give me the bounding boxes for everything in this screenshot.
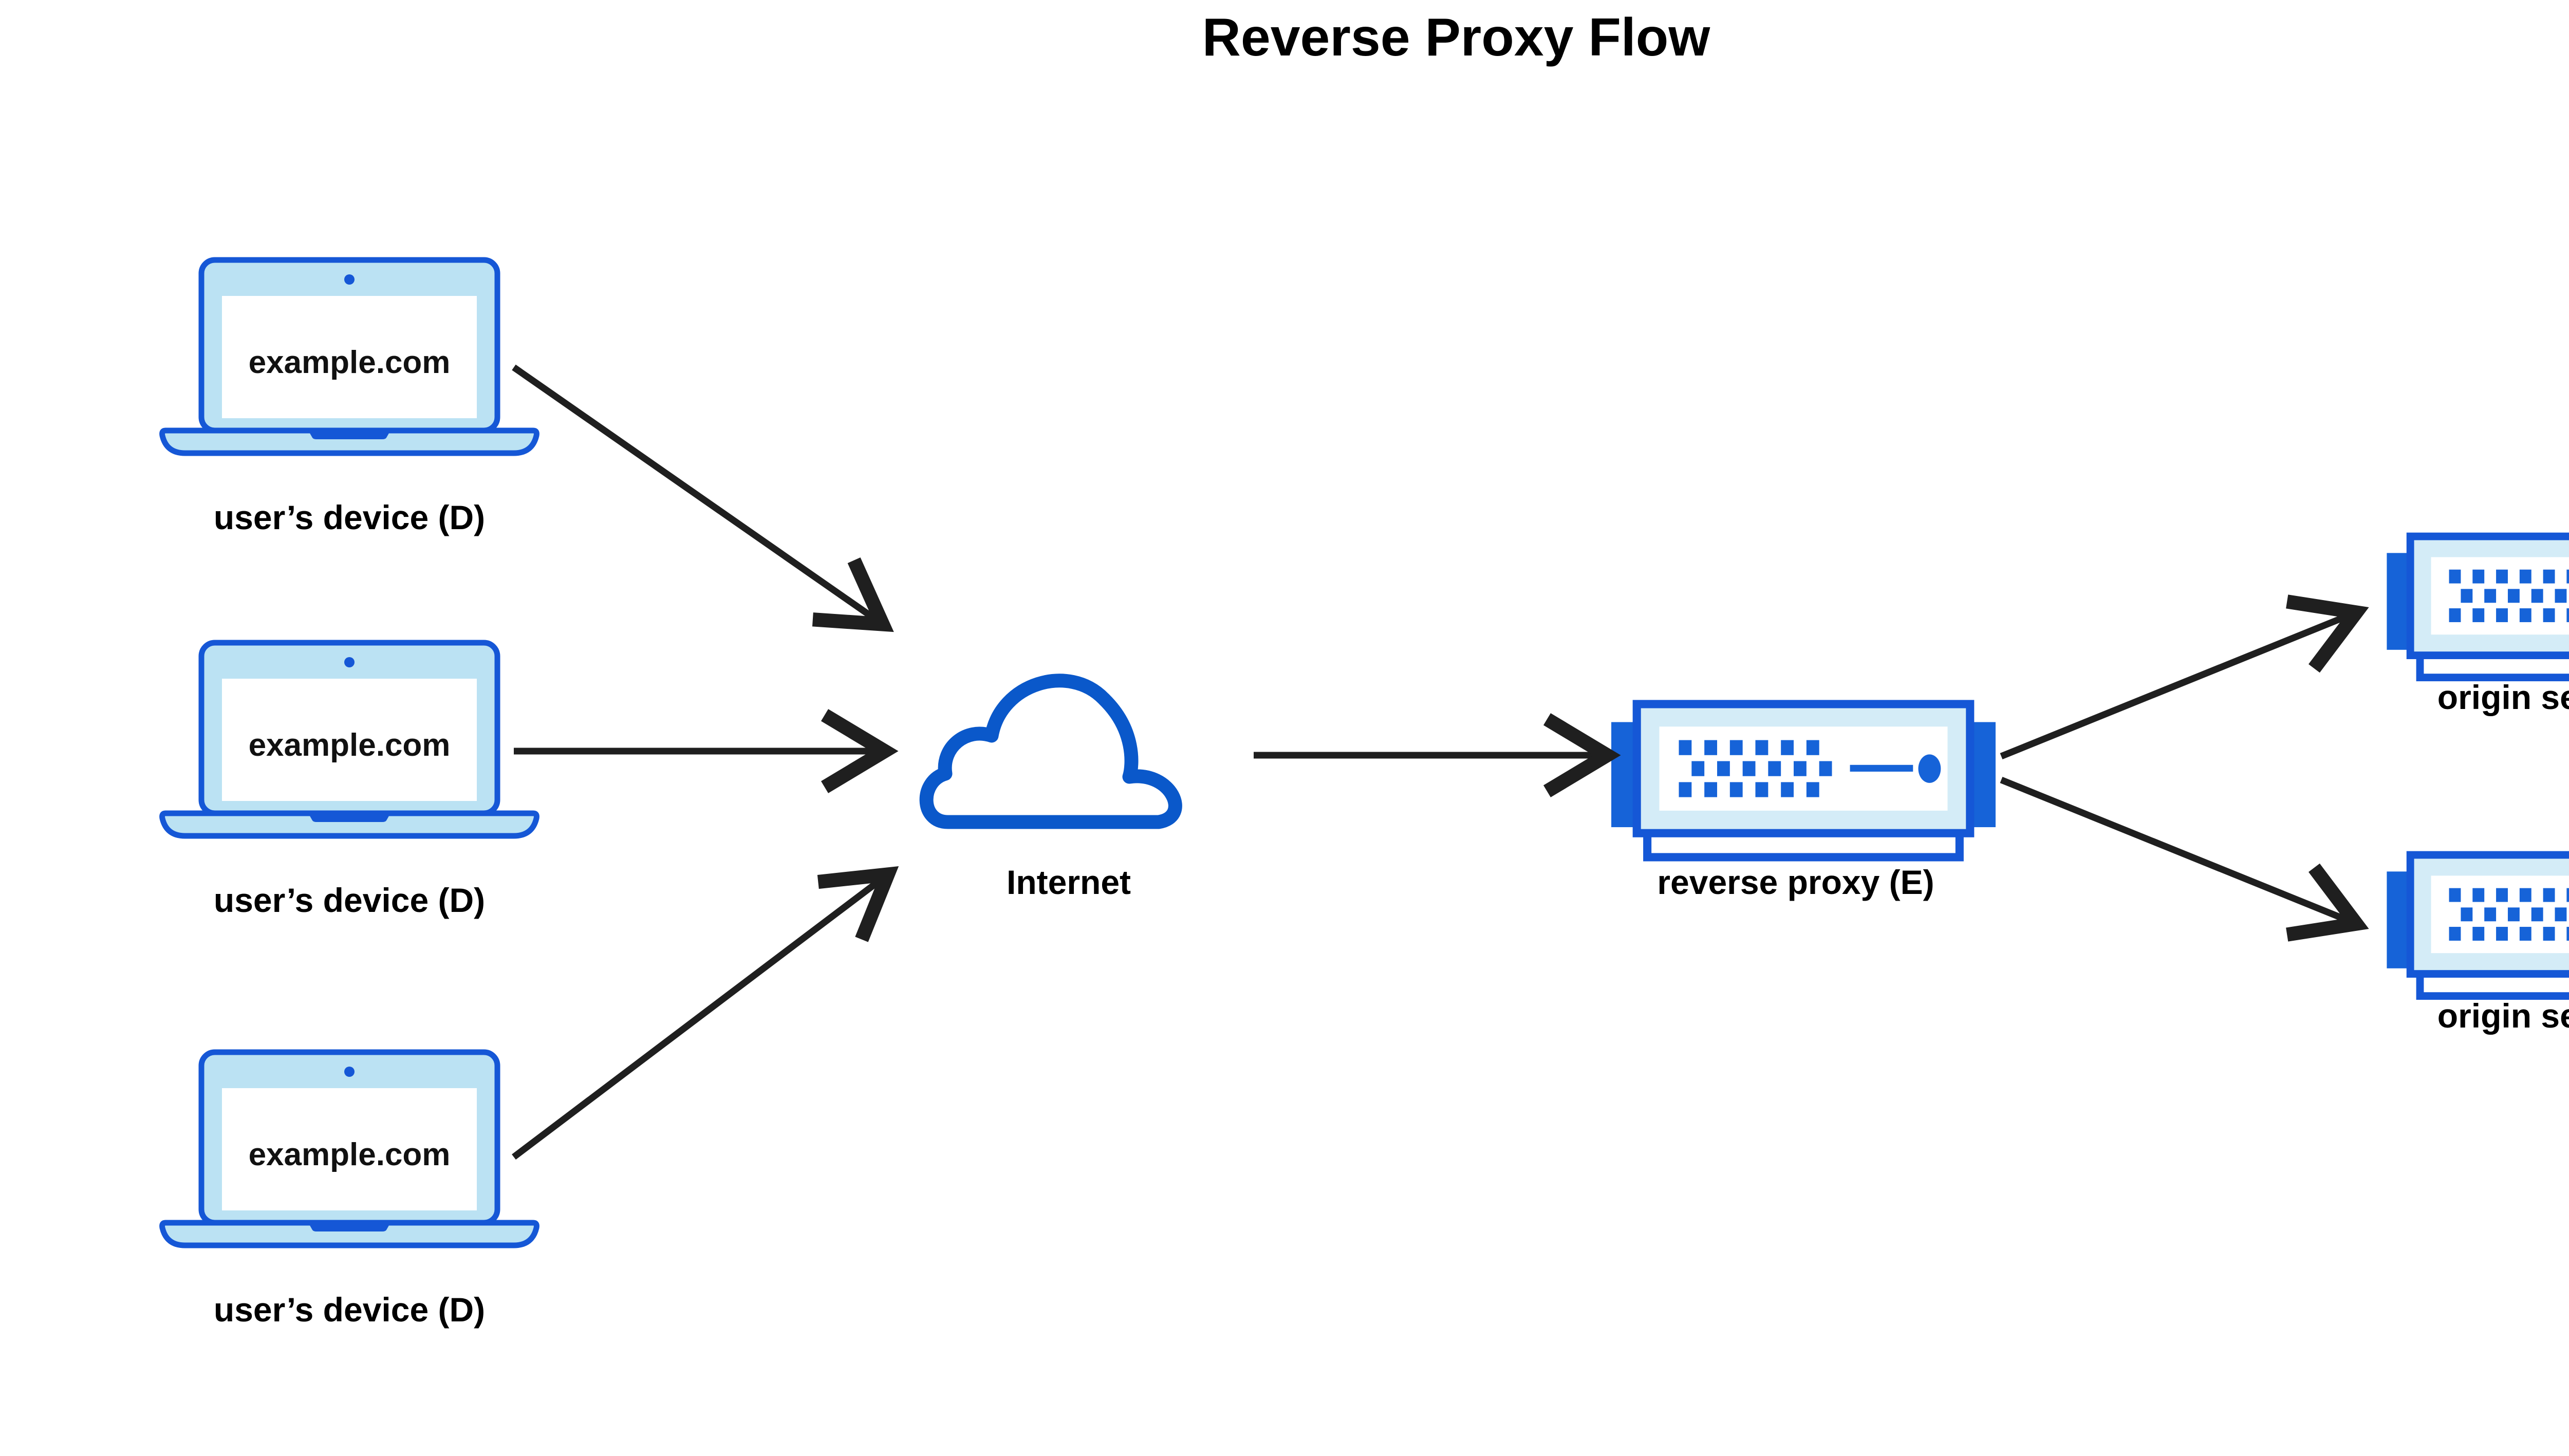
node-label: origin server (F) bbox=[2437, 997, 2569, 1035]
edge-proxy-to-origin1 bbox=[2000, 594, 2369, 760]
cloud-icon bbox=[919, 674, 1182, 829]
node-user-device-2[interactable]: example.com user’s device (D) bbox=[162, 643, 537, 919]
page-title: Reverse Proxy Flow bbox=[1202, 8, 1711, 67]
device-screen-text: example.com bbox=[249, 345, 451, 380]
server-icon bbox=[2387, 536, 2569, 678]
device-screen-text: example.com bbox=[249, 1137, 451, 1172]
node-reverse-proxy[interactable]: reverse proxy (E) bbox=[1611, 704, 1996, 901]
node-label: user’s device (D) bbox=[214, 881, 485, 919]
node-user-device-1[interactable]: example.com user’s device (D) bbox=[162, 260, 537, 536]
node-origin-server-2[interactable]: origin server (F) bbox=[2387, 855, 2569, 1035]
edge-proxy-to-origin2 bbox=[2000, 776, 2369, 942]
node-origin-server-1[interactable]: origin server (F) bbox=[2387, 536, 2569, 716]
node-label: user’s device (D) bbox=[214, 1291, 485, 1329]
node-internet-cloud[interactable]: Internet bbox=[919, 674, 1182, 901]
node-label: reverse proxy (E) bbox=[1657, 863, 1934, 901]
edge-device3-to-internet bbox=[512, 866, 899, 1160]
node-label: origin server (F) bbox=[2437, 678, 2569, 716]
node-label: user’s device (D) bbox=[214, 498, 485, 536]
server-icon bbox=[2387, 855, 2569, 996]
server-icon bbox=[1611, 704, 1996, 857]
device-screen-text: example.com bbox=[249, 727, 451, 763]
edge-device1-to-internet bbox=[512, 364, 894, 632]
node-label: Internet bbox=[1007, 863, 1131, 901]
node-user-device-3[interactable]: example.com user’s device (D) bbox=[162, 1052, 537, 1329]
